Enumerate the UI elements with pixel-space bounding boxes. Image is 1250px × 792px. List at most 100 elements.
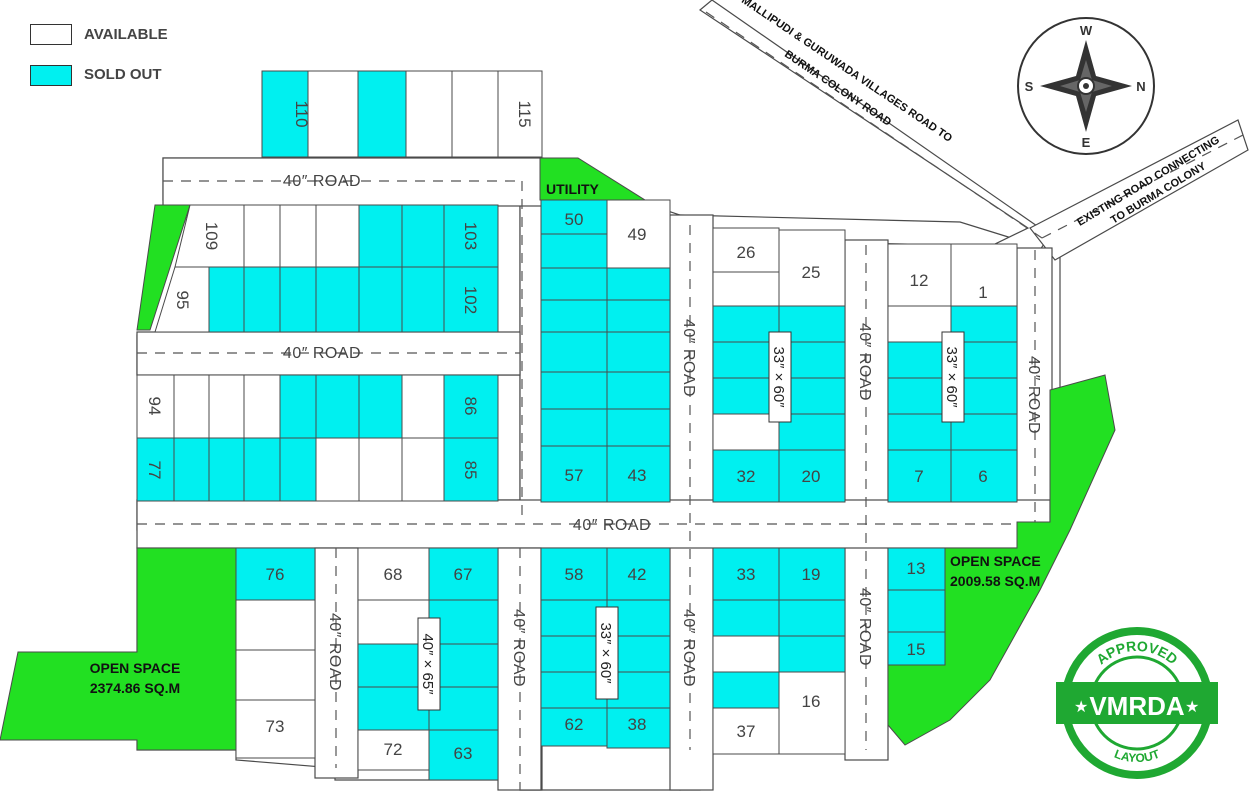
plot-55[interactable] [540,371,608,410]
plot-19[interactable] [778,547,846,601]
plot-111[interactable] [307,70,359,158]
road-label-v6: 40″ ROAD [680,609,697,687]
plot-50[interactable] [540,199,608,235]
plot-46[interactable] [606,331,671,373]
plot-96[interactable] [208,266,245,333]
plot-10[interactable] [887,341,952,379]
plot-67[interactable] [428,547,499,601]
plot-108[interactable] [243,204,281,268]
plot-80[interactable] [243,437,281,502]
plot-label-13: 13 [907,559,926,578]
plot-18[interactable] [778,599,846,637]
plot-14[interactable] [887,589,946,633]
plot-110[interactable] [261,70,309,158]
plot-label-115: 115 [515,100,534,127]
plot-76[interactable] [235,547,316,601]
plot-105[interactable] [358,204,403,268]
approved-stamp: APPROVED LAYOUT ★ ★ VMRDA [1056,627,1218,779]
plot-36[interactable] [712,671,780,709]
plot-6[interactable] [950,449,1018,503]
plot-113[interactable] [405,70,453,158]
plot-115[interactable] [497,70,543,158]
plot-45[interactable] [606,371,671,410]
plot-54[interactable] [540,331,608,373]
plot-107[interactable] [279,204,317,268]
plot-78[interactable] [173,437,210,502]
plot-104[interactable] [401,204,445,268]
plot-84[interactable] [401,437,445,502]
plot-53[interactable] [540,299,608,333]
plot-103[interactable] [443,204,499,268]
plot-26[interactable] [712,227,780,273]
plots-block-11 [887,547,946,666]
plot-56[interactable] [540,408,608,447]
plot-93[interactable] [173,374,210,439]
plot-37[interactable] [712,707,780,755]
plot-38[interactable] [606,707,671,749]
plot-7[interactable] [887,449,952,503]
plots-block-4 [540,199,671,503]
plot-label-12: 12 [910,271,929,290]
plot-43[interactable] [606,445,671,503]
plot-81[interactable] [279,437,317,502]
plot-32[interactable] [712,449,780,503]
plot-71[interactable] [357,686,430,731]
plot-25[interactable] [778,229,846,307]
road-label-top: 40″ ROAD [283,173,361,190]
plot-49[interactable] [606,199,671,269]
plot-15[interactable] [887,631,946,666]
plot-17[interactable] [778,635,846,673]
plot-89[interactable] [315,374,360,439]
plot-90[interactable] [279,374,317,439]
road-label-v4: 40″ ROAD [326,613,343,691]
plot-70[interactable] [357,643,430,688]
plot-63[interactable] [428,729,499,781]
star-icon: ★ [1185,699,1199,716]
plot-73[interactable] [235,699,316,759]
plot-101[interactable] [401,266,445,333]
plot-label-37: 37 [737,722,756,741]
plot-79[interactable] [208,437,245,502]
plot-34[interactable] [712,599,780,637]
plot-91[interactable] [243,374,281,439]
plot-102[interactable] [443,266,499,333]
plot-52[interactable] [540,267,608,301]
plot-13[interactable] [887,547,946,591]
plot-87[interactable] [401,374,445,439]
plot-27[interactable] [712,271,780,307]
plot-51[interactable] [540,233,608,269]
plot-82[interactable] [315,437,360,502]
plots-block-5 [712,227,846,503]
plot-72[interactable] [357,729,430,771]
plot-97[interactable] [243,266,281,333]
plot-35[interactable] [712,635,780,673]
plot-48[interactable] [606,267,671,301]
plot-75[interactable] [235,599,316,651]
plot-77[interactable] [136,437,175,502]
plot-86[interactable] [443,374,499,439]
plot-100[interactable] [358,266,403,333]
stamp-bottom-text: LAYOUT [1112,747,1162,766]
plot-29[interactable] [712,341,780,379]
plot-label-77: 77 [145,461,164,480]
plot-112[interactable] [357,70,407,158]
plot-92[interactable] [208,374,245,439]
plot-47[interactable] [606,299,671,333]
plot-114[interactable] [451,70,499,158]
plot-9[interactable] [887,377,952,415]
plot-20[interactable] [778,449,846,503]
plot-98[interactable] [279,266,317,333]
plot-74[interactable] [235,649,316,701]
plot-68[interactable] [357,547,430,601]
plot-99[interactable] [315,266,360,333]
plot-16[interactable] [778,671,846,755]
plot-106[interactable] [315,204,360,268]
plot-44[interactable] [606,408,671,447]
plot-83[interactable] [358,437,403,502]
plot-88[interactable] [358,374,403,439]
plot-8[interactable] [887,413,952,451]
plot-30[interactable] [712,377,780,415]
plot-12[interactable] [887,243,952,307]
plot-42[interactable] [606,547,671,601]
plot-85[interactable] [443,437,499,502]
